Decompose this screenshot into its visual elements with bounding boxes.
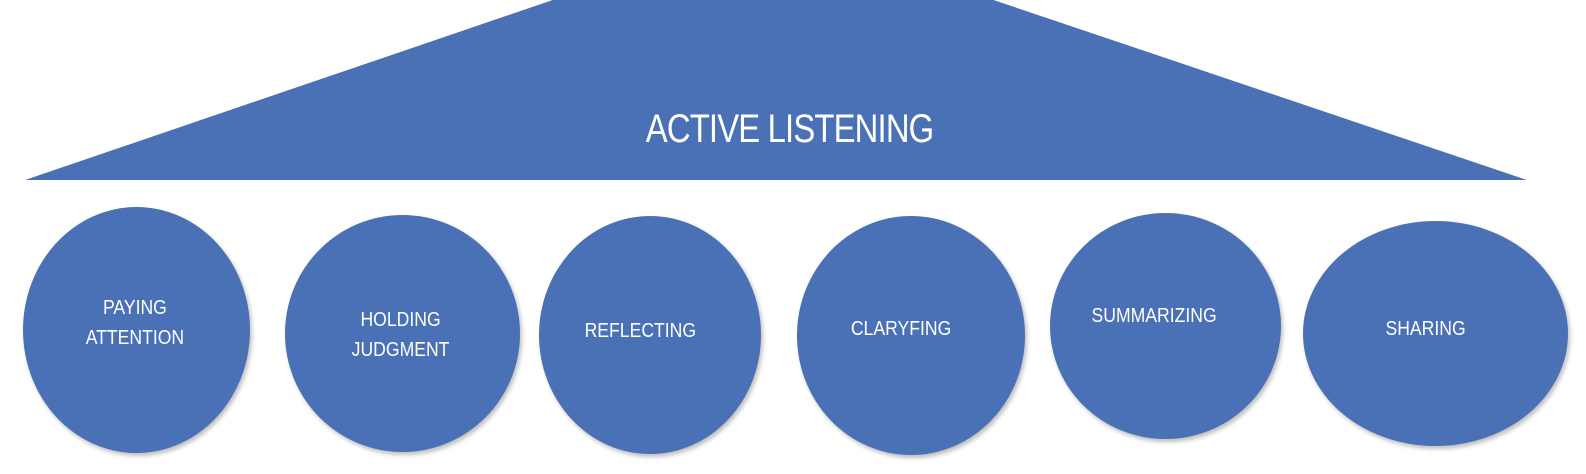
pillar-summarizing: SUMMARIZING	[1050, 213, 1281, 439]
pillar-label: SUMMARIZING	[1091, 304, 1218, 327]
pillar-label: CLARYFING	[850, 318, 952, 340]
roof-title: ACTIVE LISTENING	[645, 107, 934, 151]
pillar-label: PAYING ATTENTION	[85, 296, 184, 349]
pillar-claryfing: CLARYFING	[797, 216, 1025, 455]
pillar-label: SHARING	[1385, 317, 1466, 340]
pillar-paying-attention: PAYING ATTENTION	[23, 207, 250, 453]
pillar-label: REFLECTING	[584, 320, 696, 342]
pillar-label: HOLDING JUDGMENT	[351, 308, 450, 361]
pillar-holding-judgment: HOLDING JUDGMENT	[285, 215, 520, 452]
pillar-sharing: SHARING	[1303, 221, 1568, 446]
pillar-reflecting: REFLECTING	[539, 216, 761, 454]
roof-triangle	[25, 0, 1527, 180]
